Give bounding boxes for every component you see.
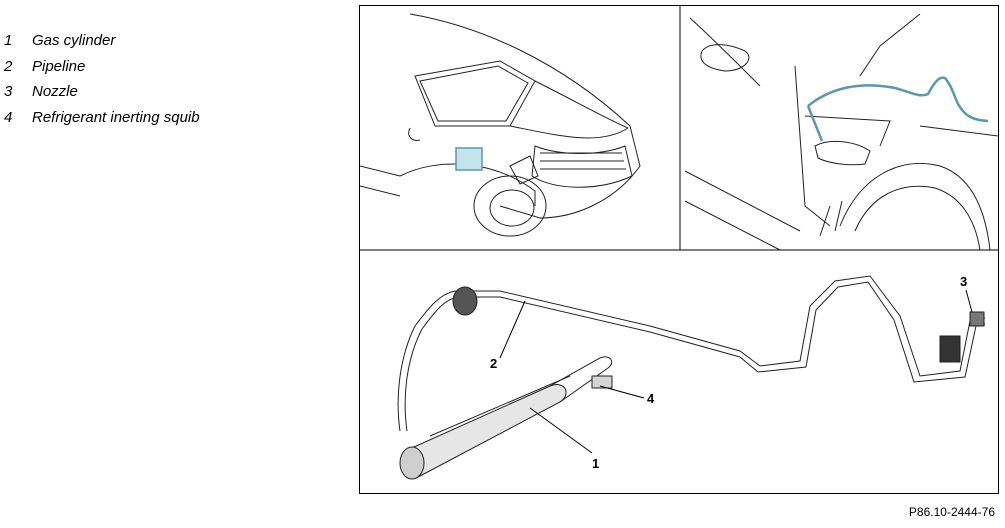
engine-bay-view [684, 13, 998, 251]
legend-item-number: 1 [4, 32, 13, 50]
legend-item: 1 Gas cylinder [4, 28, 200, 54]
callout-2: 2 [490, 356, 498, 371]
extinguishing-system-view [397, 275, 986, 480]
figure-reference: P86.10-2444-76 [908, 505, 995, 519]
legend-item-label: Gas cylinder [32, 32, 116, 50]
legend-item: 3 Nozzle [4, 79, 200, 105]
highlight-pipeline-drop [806, 105, 824, 142]
figure-drawing [360, 6, 998, 480]
highlight-pipeline-route [807, 76, 989, 123]
legend-item-label: Refrigerant inerting squib [32, 108, 200, 126]
legend-item-number: 2 [4, 57, 13, 75]
legend-item-number: 4 [4, 108, 13, 126]
legend-item: 2 Pipeline [4, 54, 200, 80]
callout-3: 3 [960, 274, 968, 289]
legend-list: 1 Gas cylinder 2 Pipeline 3 Nozzle 4 Ref… [4, 28, 200, 130]
legend-item-number: 3 [4, 83, 13, 101]
technical-figure: 1 2 3 4 [359, 5, 999, 494]
car-front-view [360, 13, 641, 237]
callout-4: 4 [647, 391, 655, 406]
highlight-area [455, 147, 483, 171]
legend-item: 4 Refrigerant inerting squib [4, 105, 200, 131]
callout-leaders [499, 289, 973, 454]
callout-1: 1 [592, 456, 600, 471]
legend-item-label: Nozzle [32, 83, 78, 101]
legend-item-label: Pipeline [32, 57, 86, 75]
